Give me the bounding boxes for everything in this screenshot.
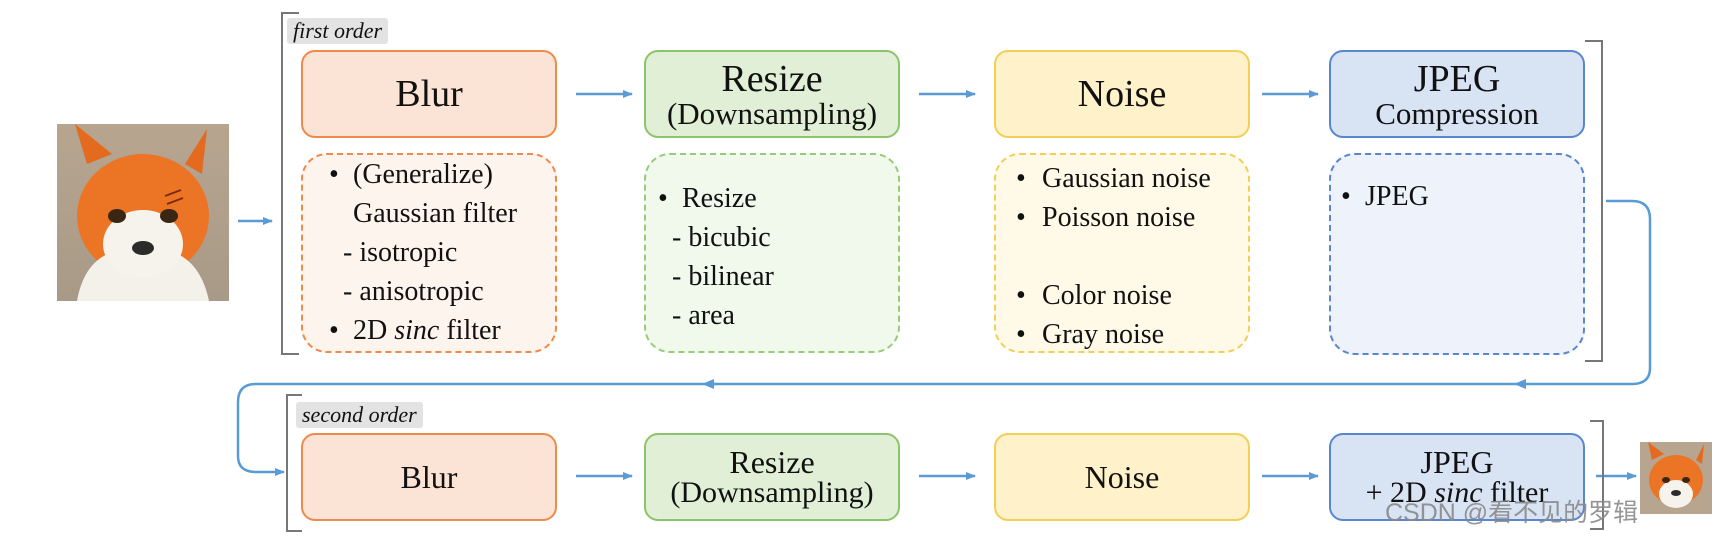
jpeg-stage-2-subtitle-suffix: filter	[1482, 476, 1549, 509]
connector-mid-arrowhead-left	[702, 379, 714, 389]
jpeg-stage-1: JPEG Compression	[1329, 50, 1585, 138]
resize-details: • Resize - bicubic - bilinear - area	[644, 153, 900, 353]
noise-details: • Gaussian noise • Poisson noise • Color…	[994, 153, 1250, 353]
bullet: •	[1016, 163, 1026, 194]
bullet: •	[1016, 280, 1026, 311]
bullet: •	[329, 159, 339, 190]
resize-stage-2: Resize (Downsampling)	[644, 433, 900, 521]
noise-stage-1-title: Noise	[1077, 73, 1167, 115]
resize-detail-sub-2: - bilinear	[672, 261, 774, 292]
noise-stage-1: Noise	[994, 50, 1250, 138]
jpeg-details: • JPEG	[1329, 153, 1585, 355]
fox-face-small-icon	[1640, 442, 1712, 514]
blur-detail-sub-1: - isotropic	[343, 237, 458, 268]
bullet: •	[329, 315, 339, 346]
blur-detail-sub-2: - anisotropic	[343, 276, 484, 307]
jpeg-detail-item-1-text: JPEG	[1365, 181, 1429, 212]
bullet: •	[658, 183, 668, 214]
resize-stage-2-subtitle: (Downsampling)	[670, 476, 874, 509]
noise-detail-item-3: • Color noise	[1016, 276, 1172, 315]
blur-stage-1: Blur	[301, 50, 557, 138]
noise-detail-item-3-text: Color noise	[1042, 280, 1172, 311]
noise-stage-2: Noise	[994, 433, 1250, 521]
blur-detail-item-1-line-1: (Generalize)	[353, 159, 493, 190]
blur-detail-item-2-prefix: 2D	[353, 315, 395, 346]
blur-detail-item-2-suffix: filter	[439, 315, 501, 346]
noise-detail-item-2-text: Poisson noise	[1042, 202, 1196, 233]
resize-stage-1-title: Resize	[721, 57, 823, 100]
csdn-watermark: CSDN @看不见的罗辑	[1385, 499, 1639, 527]
blur-details: • (Generalize) Gaussian filter - isotrop…	[301, 153, 557, 353]
second-order-label: second order	[296, 402, 423, 428]
resize-detail-item-1-text: Resize	[682, 183, 757, 214]
blur-stage-1-title: Blur	[395, 73, 463, 115]
second-order-bracket-right	[1590, 420, 1604, 530]
resize-stage-1: Resize (Downsampling)	[644, 50, 900, 138]
resize-stage-2-title: Resize	[729, 444, 815, 480]
blur-stage-2: Blur	[301, 433, 557, 521]
noise-detail-item-2: • Poisson noise	[1016, 198, 1195, 237]
blur-detail-item-2: • 2D sinc filter	[329, 311, 501, 350]
bullet: •	[1016, 202, 1026, 233]
noise-detail-item-1: • Gaussian noise	[1016, 159, 1211, 198]
jpeg-stage-2-subtitle-prefix: + 2D	[1365, 476, 1435, 509]
blur-detail-item-2-italic: sinc	[394, 315, 440, 346]
jpeg-stage-2-subtitle-italic: sinc	[1434, 476, 1483, 509]
jpeg-stage-1-subtitle: Compression	[1375, 95, 1539, 131]
resize-detail-sub-3: - area	[672, 300, 735, 331]
resize-detail-item-1: • Resize	[658, 179, 757, 218]
bullet: •	[1341, 181, 1351, 212]
fox-face-icon	[57, 124, 229, 301]
blur-stage-2-title: Blur	[400, 459, 458, 495]
resize-detail-sub-1: - bicubic	[672, 222, 771, 253]
jpeg-stage-2-subtitle: + 2D sinc filter	[1366, 478, 1549, 508]
first-order-label: first order	[287, 18, 389, 44]
jpeg-stage-2: JPEG + 2D sinc filter	[1329, 433, 1585, 521]
jpeg-stage-1-title: JPEG	[1413, 57, 1501, 100]
blur-detail-item-1: • (Generalize)	[329, 155, 493, 194]
noise-detail-item-4-text: Gray noise	[1042, 319, 1165, 350]
connector-mid-arrowhead-right	[1514, 379, 1526, 389]
blur-detail-item-1-cont: Gaussian filter	[353, 198, 518, 229]
first-order-bracket-right	[1585, 40, 1603, 362]
noise-detail-item-4: • Gray noise	[1016, 315, 1164, 354]
resize-stage-1-subtitle: (Downsampling)	[666, 95, 878, 131]
connector-first-to-second-order	[236, 199, 1652, 476]
jpeg-detail-item-1: • JPEG	[1341, 177, 1429, 216]
noise-stage-2-title: Noise	[1084, 459, 1160, 495]
second-order-bracket-left	[286, 394, 302, 532]
noise-detail-item-1-text: Gaussian noise	[1042, 163, 1211, 194]
first-order-bracket-left	[281, 12, 299, 355]
jpeg-stage-2-title: JPEG	[1420, 444, 1494, 480]
bullet: •	[1016, 319, 1026, 350]
